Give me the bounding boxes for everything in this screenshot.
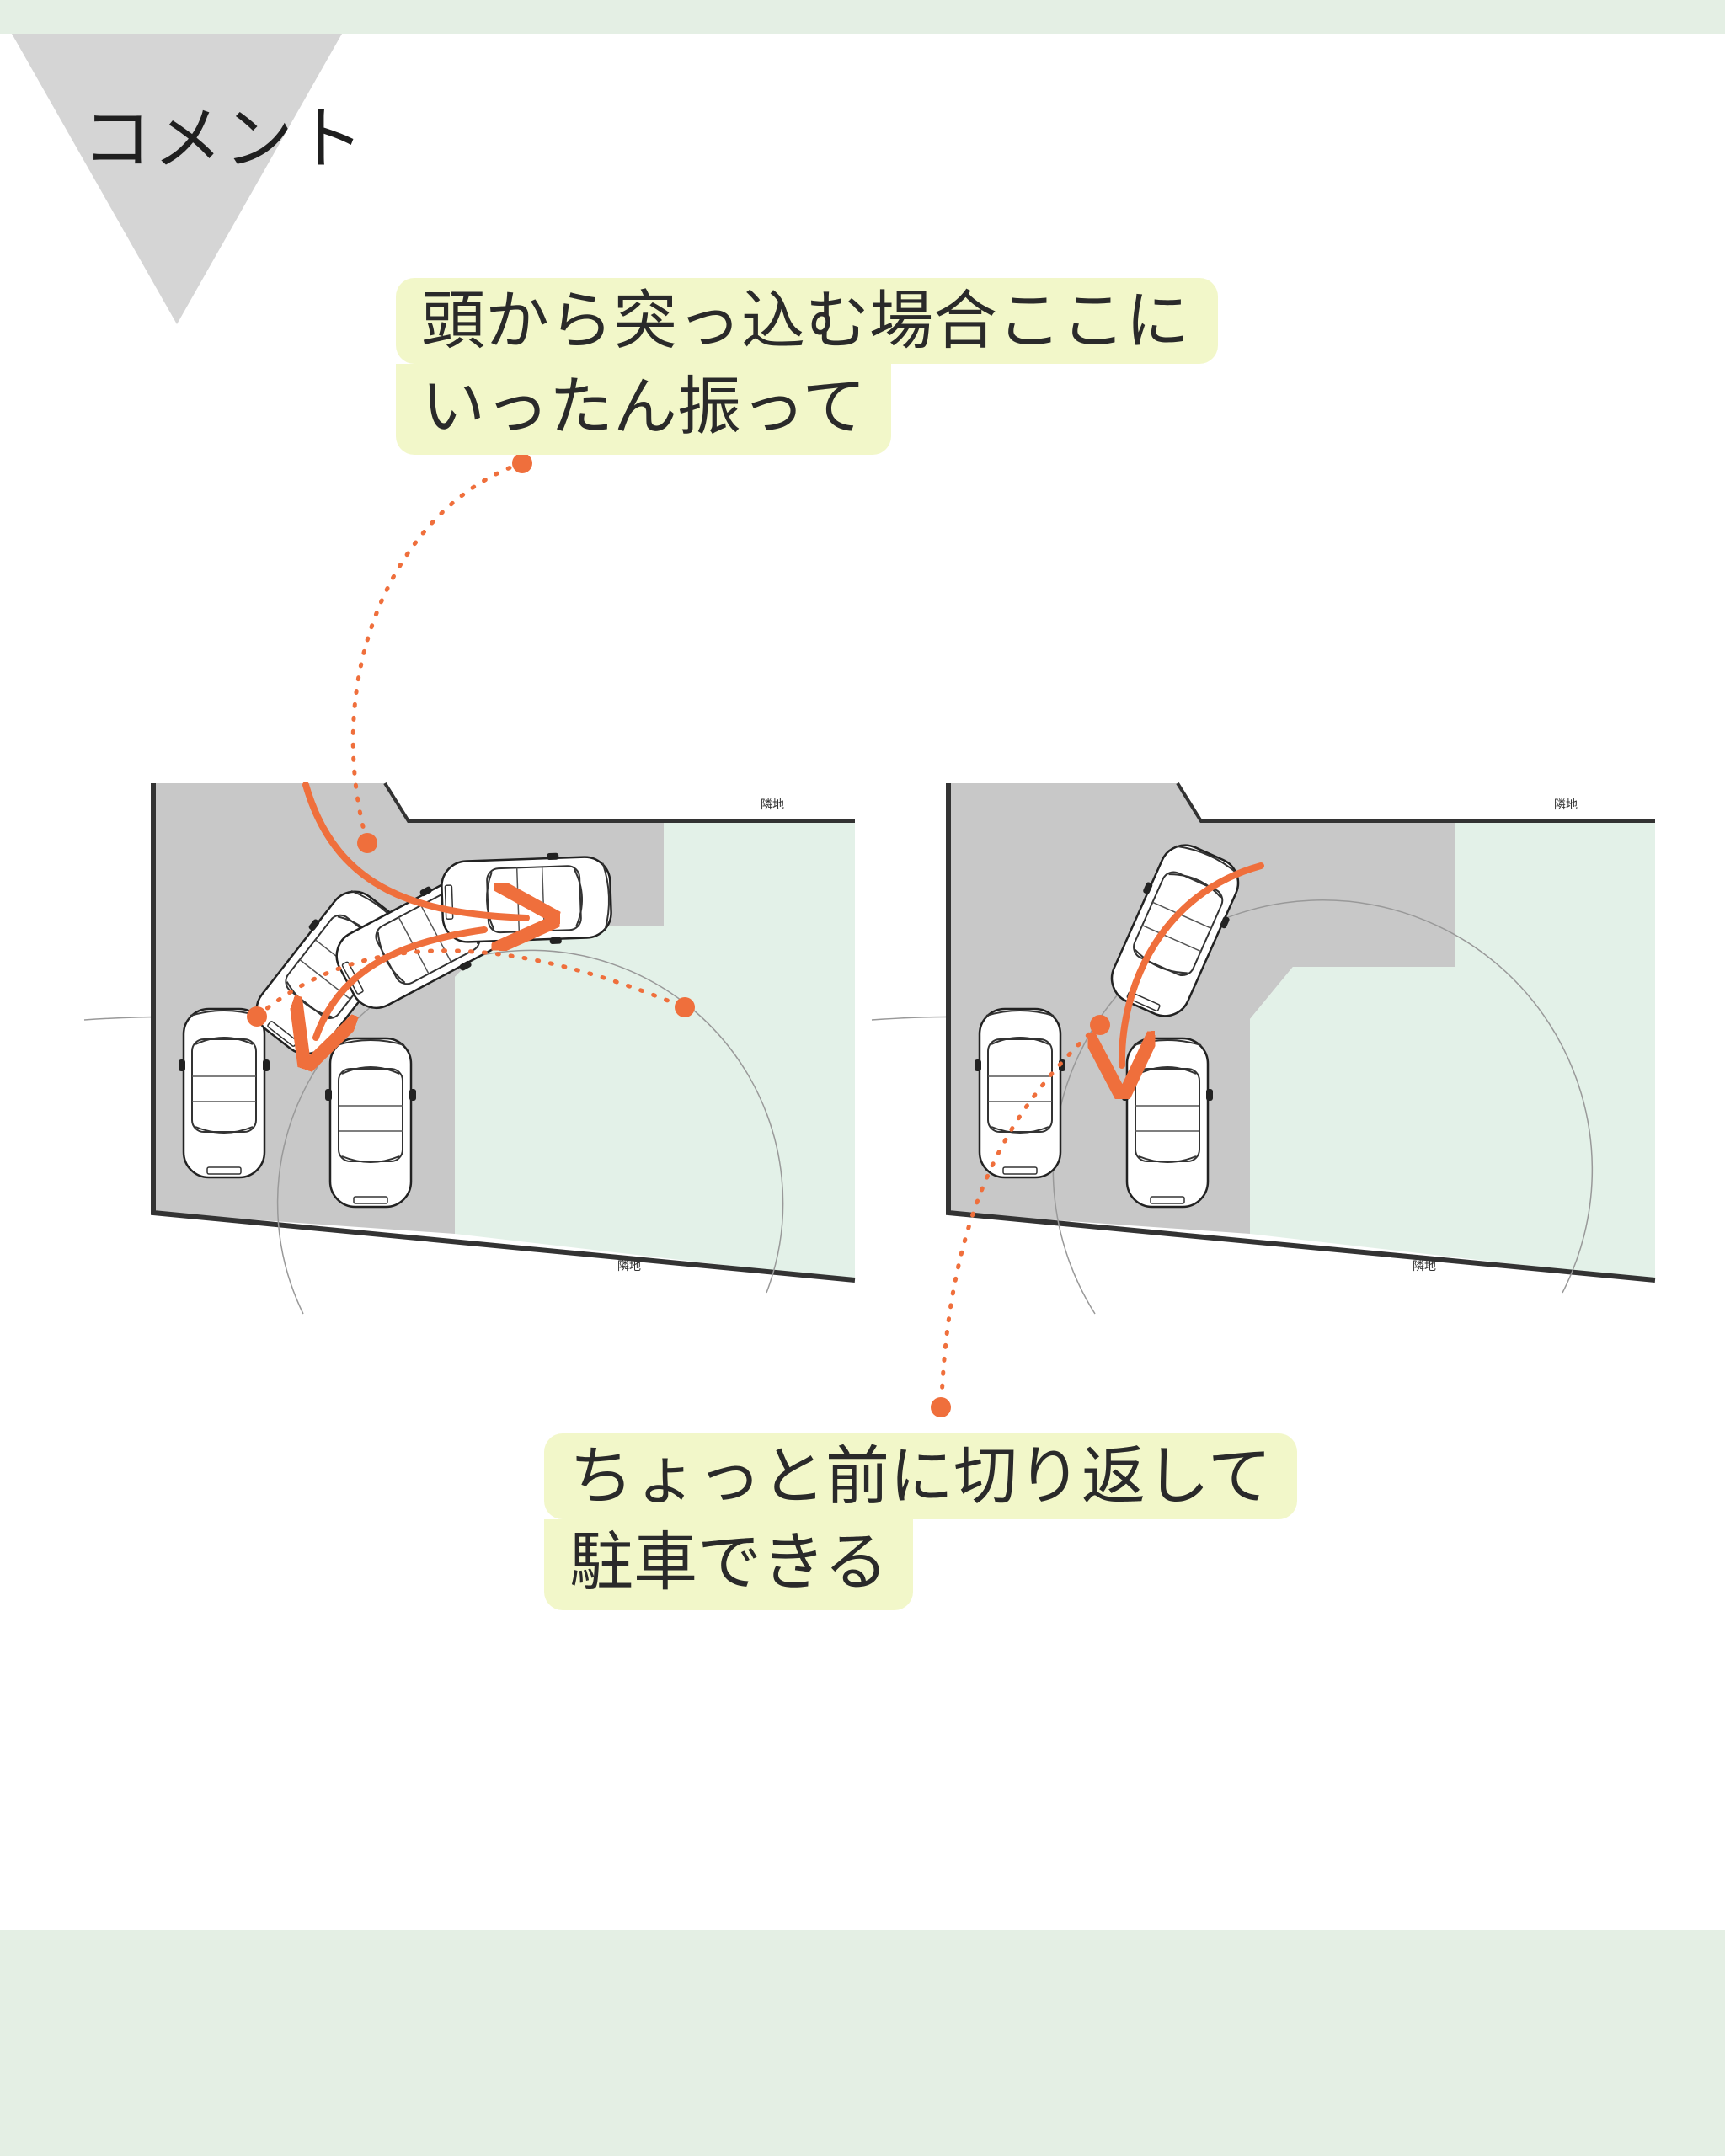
car-parked (323, 1037, 418, 1209)
reverse-arrow (316, 926, 488, 1038)
neighbor-label-top: 隣地 (1554, 798, 1578, 812)
boundary-wall-top (1176, 782, 1655, 823)
marker-dot (675, 997, 695, 1017)
neighbor-label-bottom: 隣地 (617, 1260, 641, 1273)
callout-line: 駐車できる (544, 1519, 914, 1610)
marker-dot (931, 1397, 951, 1417)
callout-line: 頭から突っ込む場合ここに (396, 278, 1218, 364)
callout-line: ちょっと前に切り返して (544, 1433, 1297, 1519)
boundary-wall (946, 783, 1656, 1283)
comment-label: コメント (83, 99, 366, 179)
boundary-wall-top (383, 782, 855, 823)
garden-area (1250, 821, 1655, 1280)
top-band (0, 0, 1725, 34)
car-parked (973, 1007, 1067, 1179)
site-plan-left: 隣地 隣地 (83, 782, 856, 1315)
marker-dot (512, 453, 532, 473)
parking-area (948, 783, 1455, 1234)
neighbor-label-bottom: 隣地 (1413, 1260, 1436, 1273)
bottom-band (0, 1930, 1725, 2156)
neighbor-label-top: 隣地 (761, 798, 784, 812)
forward-arrow (302, 782, 526, 918)
callout-line: いったん振って (396, 364, 892, 455)
leader-line (350, 461, 525, 846)
car-parked (177, 1007, 271, 1179)
marker-dot (1090, 1015, 1110, 1035)
site-plan-right: 隣地 隣地 (871, 782, 1656, 1417)
boundary-wall (151, 783, 856, 1283)
marker-dot (357, 833, 377, 853)
turn-back-arrow (1122, 862, 1264, 1065)
dotted-path (254, 948, 685, 1019)
corner-triangle (12, 34, 342, 324)
car-parked (1120, 1037, 1215, 1209)
marker-dot (247, 1006, 267, 1027)
